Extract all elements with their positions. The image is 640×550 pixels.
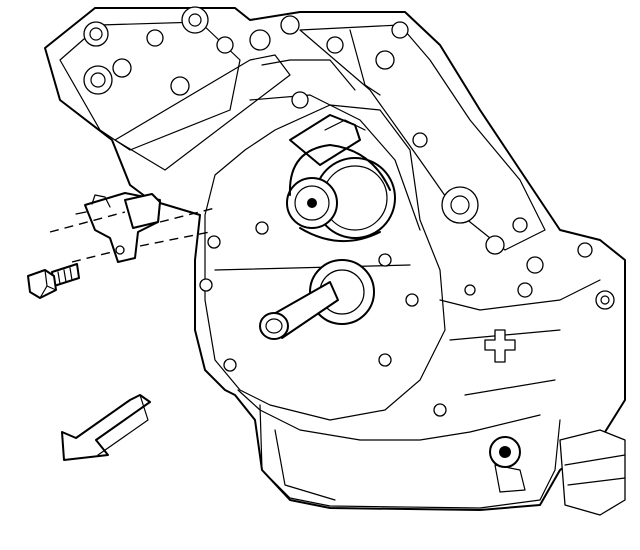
sensor-component xyxy=(75,192,161,263)
direction-arrow-icon xyxy=(61,394,151,461)
alignment-lines xyxy=(49,207,216,263)
bolt xyxy=(27,263,80,299)
crankshaft xyxy=(259,259,375,340)
sprocket-assembly xyxy=(255,91,396,267)
engine-block xyxy=(44,6,626,516)
